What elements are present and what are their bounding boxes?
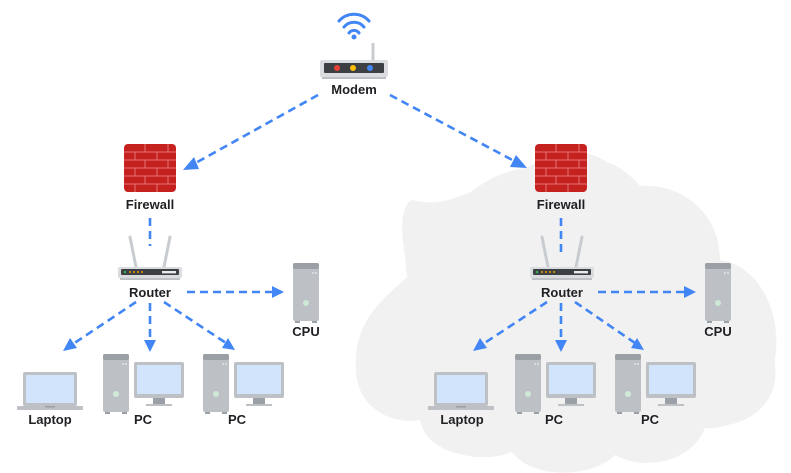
left-cpu-label: CPU [292, 324, 319, 339]
edge-left-router-pc2 [163, 300, 227, 345]
left-pc1-node[interactable]: PC [103, 354, 184, 427]
left-cpu-node[interactable]: CPU [292, 263, 320, 339]
arrowhead [222, 338, 235, 350]
arrowhead [555, 340, 567, 352]
router-icon [116, 235, 184, 282]
left-pc2-label: PC [228, 412, 247, 427]
left-network: Firewall Router CPU Laptop PC PC [17, 143, 320, 427]
right-laptop-label: Laptop [440, 412, 483, 427]
right-router-node[interactable]: Router [528, 235, 596, 300]
left-router-label: Router [129, 285, 171, 300]
firewall-icon [123, 143, 177, 193]
right-laptop-node[interactable]: Laptop [428, 372, 494, 427]
modem-label: Modem [331, 82, 377, 97]
server-tower-icon [293, 263, 319, 323]
left-firewall-label: Firewall [126, 197, 174, 212]
arrowhead [473, 338, 487, 351]
right-firewall-node[interactable]: Firewall [534, 143, 588, 212]
edge-left-router-laptop [72, 300, 137, 346]
right-firewall-label: Firewall [537, 197, 585, 212]
right-router-label: Router [541, 285, 583, 300]
desktop-pc-icon [103, 354, 184, 414]
left-laptop-label: Laptop [28, 412, 71, 427]
led-blue [367, 65, 373, 71]
left-pc1-label: PC [134, 412, 153, 427]
arrowhead [63, 338, 77, 351]
edge-modem-right-firewall [389, 93, 519, 165]
left-router-node[interactable]: Router [116, 235, 184, 300]
arrowhead [272, 286, 284, 298]
edge-modem-left-firewall [191, 93, 319, 167]
left-firewall-node[interactable]: Firewall [123, 143, 177, 212]
laptop-icon [17, 372, 83, 410]
arrowhead [684, 286, 696, 298]
right-cpu-node[interactable]: CPU [704, 263, 732, 339]
right-pc1-label: PC [545, 412, 564, 427]
arrowhead [510, 155, 527, 168]
right-pc2-label: PC [641, 412, 660, 427]
left-pc2-node[interactable]: PC [203, 354, 284, 427]
desktop-pc-icon [203, 354, 284, 414]
arrowhead [183, 157, 199, 170]
arrowhead [144, 340, 156, 352]
led-red [334, 65, 340, 71]
led-yellow [350, 65, 356, 71]
left-laptop-node[interactable]: Laptop [17, 372, 83, 427]
modem-node[interactable]: Modem [320, 12, 388, 97]
wifi-icon [337, 12, 371, 35]
modem-icon [320, 43, 388, 79]
edges [63, 93, 696, 352]
firewall-icon [534, 143, 588, 193]
laptop-icon [428, 372, 494, 410]
right-cpu-label: CPU [704, 324, 731, 339]
wifi-dot [351, 34, 357, 40]
right-network: Firewall Router CPU Laptop PC PC [428, 143, 732, 427]
right-pc1-node[interactable]: PC [515, 354, 596, 427]
server-tower-icon [705, 263, 731, 323]
right-pc2-node[interactable]: PC [615, 354, 696, 427]
arrowhead [631, 338, 644, 350]
